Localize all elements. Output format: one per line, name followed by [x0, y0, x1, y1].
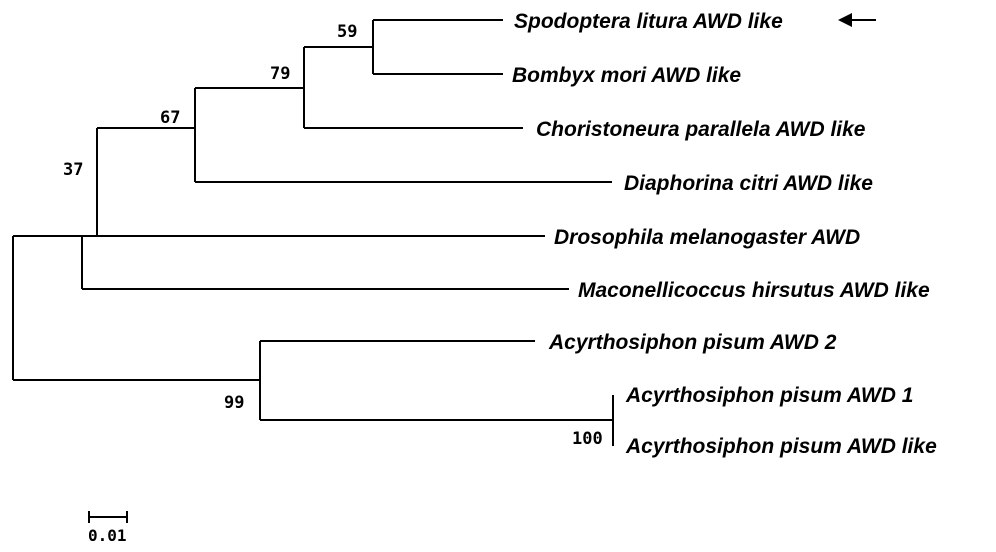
taxon-labels: Spodoptera litura AWD like Bombyx mori A… — [512, 10, 937, 458]
taxon-label-drosophila: Drosophila melanogaster AWD — [554, 226, 860, 249]
taxon-label-diaphorina: Diaphorina citri AWD like — [624, 172, 873, 195]
taxon-label-bombyx: Bombyx mori AWD like — [512, 64, 741, 87]
taxon-label-acyrthosiphon-awd1: Acyrthosiphon pisum AWD 1 — [625, 384, 913, 407]
bootstrap-values: 59 79 67 37 99 100 — [63, 22, 603, 449]
taxon-label-spodoptera: Spodoptera litura AWD like — [514, 10, 783, 33]
scale-bar-label: 0.01 — [88, 526, 127, 545]
bootstrap-79: 79 — [270, 64, 290, 84]
left-arrow-icon — [838, 13, 876, 27]
bootstrap-37: 37 — [63, 160, 83, 180]
bootstrap-100: 100 — [572, 429, 603, 449]
bootstrap-99: 99 — [224, 393, 244, 413]
taxon-label-maconellicoccus: Maconellicoccus hirsutus AWD like — [578, 279, 930, 302]
tree-branches — [12, 19, 614, 446]
taxon-label-choristoneura: Choristoneura parallela AWD like — [536, 118, 866, 141]
bootstrap-67: 67 — [160, 108, 180, 128]
taxon-label-acyrthosiphon-awd-like: Acyrthosiphon pisum AWD like — [625, 435, 937, 458]
scale-bar: 0.01 — [88, 511, 128, 545]
bootstrap-59: 59 — [337, 22, 357, 42]
taxon-label-acyrthosiphon-awd2: Acyrthosiphon pisum AWD 2 — [548, 331, 837, 354]
